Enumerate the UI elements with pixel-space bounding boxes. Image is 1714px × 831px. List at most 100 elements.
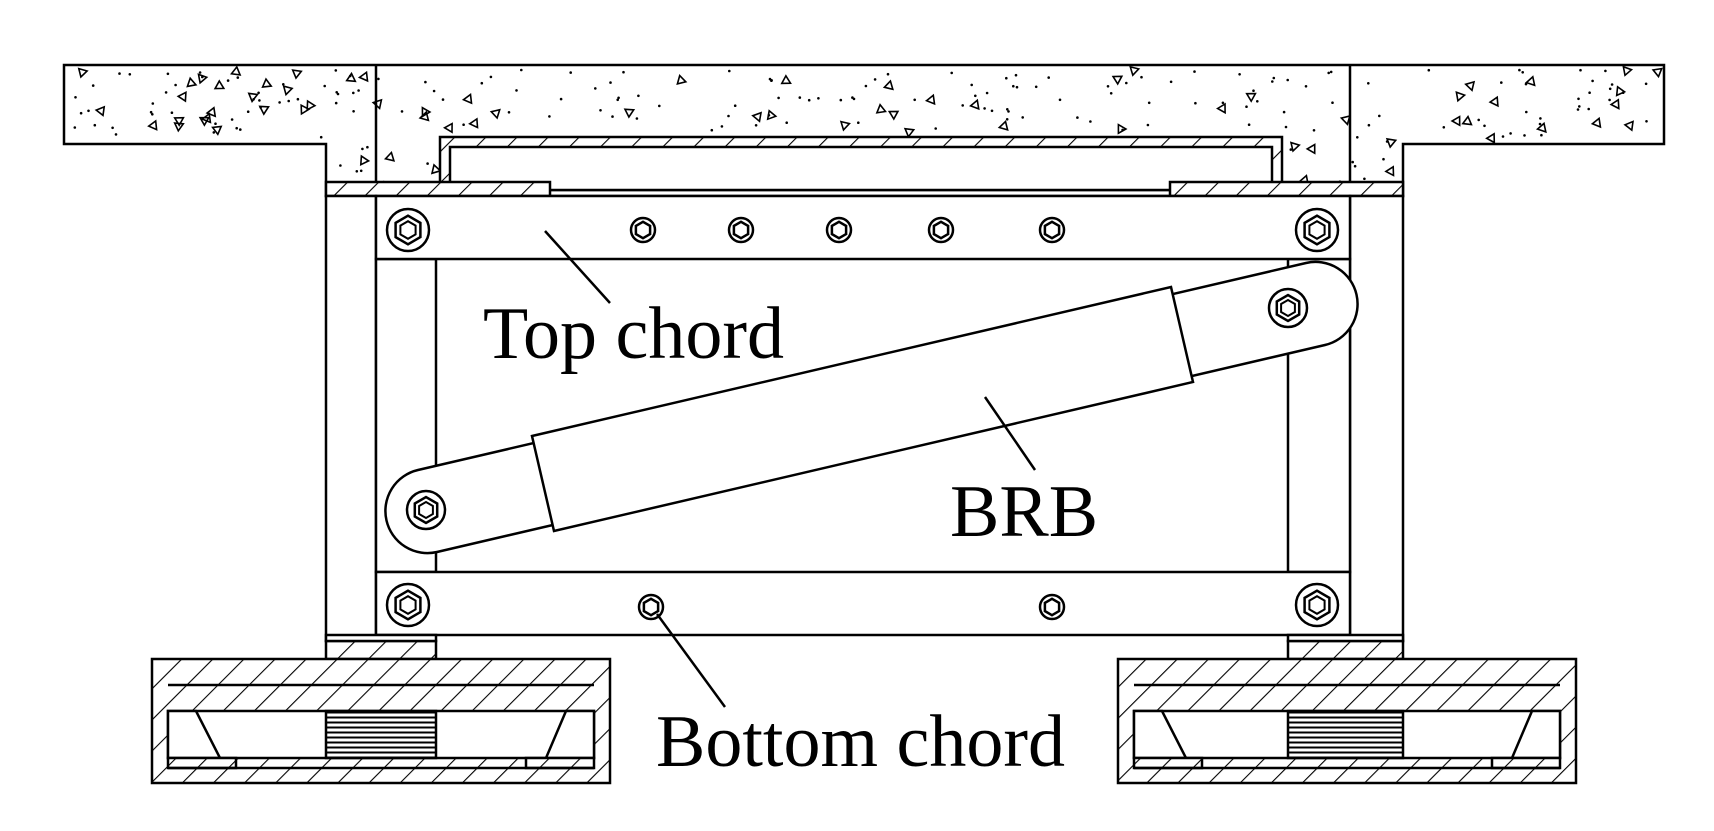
aggregate-dot [1047, 76, 1050, 79]
aggregate-dot [520, 68, 523, 72]
aggregate-dot [1500, 81, 1503, 84]
aggregate-dot [1579, 68, 1582, 72]
aggregate-mark [186, 76, 198, 88]
deck-embedded-box [438, 135, 1284, 192]
aggregate-dot [377, 77, 380, 81]
aggregate-dot [259, 106, 262, 109]
aggregate-dot [1194, 101, 1197, 105]
aggregate-mark [676, 74, 688, 86]
aggregate-mark [623, 108, 636, 119]
top-bearing-plate-left [324, 180, 552, 198]
aggregate-mark [247, 92, 259, 103]
aggregate-dot [334, 69, 338, 72]
aggregate-dot [1221, 101, 1225, 105]
aggregate-dot [733, 104, 737, 107]
aggregate-dot [1621, 91, 1625, 94]
aggregate-dot [352, 91, 355, 95]
aggregate-dot [1284, 125, 1288, 129]
aggregate-dot [1015, 85, 1019, 89]
aggregate-dot [361, 147, 364, 151]
aggregate-mark [1289, 141, 1301, 153]
aggregate-dot [770, 79, 773, 82]
aggregate-dot [1034, 85, 1038, 89]
aggregate-mark [261, 77, 273, 89]
aggregate-dot [357, 89, 360, 92]
aggregate-mark [173, 122, 185, 133]
aggregate-mark [213, 79, 226, 90]
aggregate-dot [1577, 97, 1580, 101]
aggregate-dot [400, 110, 404, 113]
aggregate-dot [1382, 157, 1385, 161]
aggregate-dot [1477, 118, 1480, 122]
aggregate-dot [1591, 79, 1594, 83]
aggregate-dot [278, 101, 281, 104]
left-outer-column [324, 194, 378, 643]
bolt-icon [629, 216, 657, 244]
aggregate-dot [1588, 91, 1591, 94]
aggregate-dot [335, 91, 339, 94]
aggregate-dot [1005, 76, 1008, 80]
aggregate-dot [1286, 78, 1289, 82]
aggregate-mark [1455, 90, 1467, 103]
aggregate-mark [1622, 65, 1634, 77]
aggregate-dot [961, 104, 964, 107]
aggregate-dot [777, 96, 780, 100]
aggregate-dot [174, 83, 177, 87]
aggregate-dot [1238, 73, 1241, 76]
bottom-chord-leader [655, 613, 727, 708]
aggregate-dot [1644, 82, 1648, 86]
aggregate-dot [1272, 76, 1276, 80]
aggregate-dot [74, 96, 77, 99]
aggregate-dot [710, 128, 714, 132]
aggregate-dot [1146, 123, 1150, 127]
bolt-icon [927, 216, 955, 244]
aggregate-mark [1524, 75, 1536, 87]
bolt-group [385, 207, 1340, 628]
aggregate-dot [983, 107, 986, 110]
aggregate-mark [1651, 67, 1663, 79]
top-bearing-plate-right [1168, 180, 1405, 198]
aggregate-dot [727, 114, 730, 118]
aggregate-mark [1216, 102, 1226, 115]
aggregate-dot [1576, 108, 1580, 111]
aggregate-dot [1501, 135, 1505, 138]
aggregate-dot [1331, 101, 1334, 104]
bolt-icon [727, 216, 755, 244]
aggregate-dot [1525, 110, 1528, 114]
aggregate-mark [903, 127, 916, 139]
aggregate-mark [258, 105, 270, 116]
aggregate-mark [1305, 143, 1316, 155]
aggregate-dot [507, 111, 511, 114]
aggregate-mark [887, 110, 900, 121]
aggregate-dot [1523, 134, 1526, 137]
aggregate-dot [114, 133, 118, 136]
aggregate-dot [1007, 110, 1010, 113]
aggregate-dot [166, 72, 170, 76]
aggregate-dot [73, 126, 77, 129]
aggregate-mark [357, 70, 369, 83]
aggregate-dot [432, 89, 436, 93]
aggregate-mark [291, 69, 303, 80]
aggregate-dot [1125, 81, 1128, 85]
aggregate-dot [599, 109, 602, 112]
aggregate-dot [1645, 120, 1648, 123]
aggregate-dot [366, 145, 369, 149]
aggregate-dot [282, 83, 285, 86]
aggregate-dot [1610, 83, 1614, 86]
aggregate-dot [359, 169, 363, 173]
aggregate-mark [1245, 92, 1257, 103]
aggregate-dot [246, 110, 250, 113]
aggregate-dot [658, 104, 661, 108]
aggregate-mark [924, 93, 936, 106]
aggregate-mark [969, 98, 980, 111]
aggregate-dot [1304, 85, 1308, 88]
aggregate-mark [489, 108, 501, 120]
aggregate-dot [1106, 85, 1110, 88]
aggregate-mark [198, 116, 211, 127]
bolt-icon [825, 216, 853, 244]
aggregate-mark [176, 91, 187, 103]
aggregate-mark [371, 98, 383, 110]
aggregate-mark [766, 109, 778, 121]
aggregate-dot [258, 99, 261, 102]
aggregate-mark [1623, 120, 1634, 132]
